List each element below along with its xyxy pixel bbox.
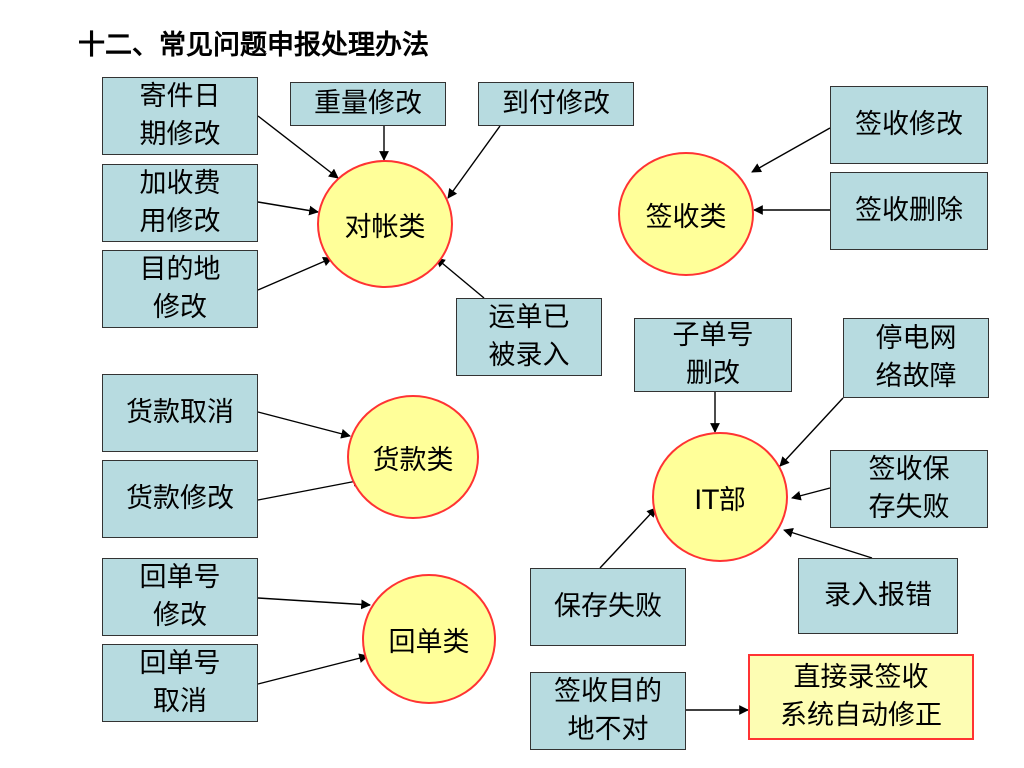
arrow-jijian-to-duizhang: [257, 115, 339, 179]
issue-yundan-luru: 运单已 被录入: [456, 298, 602, 376]
category-huidan: 回单类: [362, 574, 496, 704]
arrow-mudidi-to-duizhang: [257, 257, 333, 291]
arrow-luru-to-it: [783, 528, 873, 559]
category-it: IT部: [652, 432, 788, 562]
arrow-huidanquxiao-to-huidan: [257, 653, 369, 685]
issue-daofu: 到付修改: [478, 82, 634, 126]
issue-huidanhao-quxiao: 回单号 取消: [102, 644, 258, 722]
arrow-qianshoubaocun-to-it: [791, 487, 831, 501]
issue-huidanhao-xiugai: 回单号 修改: [102, 558, 258, 636]
page-title: 十二、常见问题申报处理办法: [78, 30, 429, 61]
arrow-tingdian-to-it: [779, 397, 844, 467]
category-duizhang: 对帐类: [317, 160, 453, 288]
arrow-huokuanxiugai-to-huokuan: [257, 476, 363, 501]
arrow-huidanxiugai-to-huidan: [257, 597, 371, 610]
issue-mudidi: 目的地 修改: [102, 250, 258, 328]
issue-zidanhao: 子单号 删改: [634, 318, 792, 392]
arrow-huokuanquxiao-to-huokuan: [257, 411, 351, 439]
issue-jiashou-feiyong: 加收费 用修改: [102, 164, 258, 242]
category-huokuan: 货款类: [347, 395, 479, 519]
issue-zhongliang: 重量修改: [290, 82, 446, 126]
arrow-daofu-to-duizhang: [447, 125, 501, 199]
category-qianshou: 签收类: [618, 152, 754, 276]
arrow-baocun-to-it: [599, 507, 657, 569]
solution-box: 直接录签收 系统自动修正: [748, 654, 974, 740]
issue-baocun-shibai: 保存失败: [530, 568, 686, 646]
arrow-yundan-to-duizhang: [435, 257, 485, 299]
issue-qianshou-shanchu: 签收删除: [830, 172, 988, 250]
arrow-qianshouxiugai-to-qianshou: [751, 127, 831, 173]
arrow-jiashou-to-duizhang: [257, 201, 319, 216]
issue-qianshou-baocun: 签收保 存失败: [830, 450, 988, 528]
issue-qianshou-mudidi: 签收目的 地不对: [530, 672, 686, 750]
issue-luru-baocuo: 录入报错: [798, 558, 958, 634]
issue-huokuan-xiugai: 货款修改: [102, 460, 258, 538]
issue-qianshou-xiugai: 签收修改: [830, 86, 988, 164]
issue-tingdian: 停电网 络故障: [843, 318, 989, 398]
issue-jijian-riqi: 寄件日 期修改: [102, 77, 258, 155]
issue-huokuan-quxiao: 货款取消: [102, 374, 258, 452]
